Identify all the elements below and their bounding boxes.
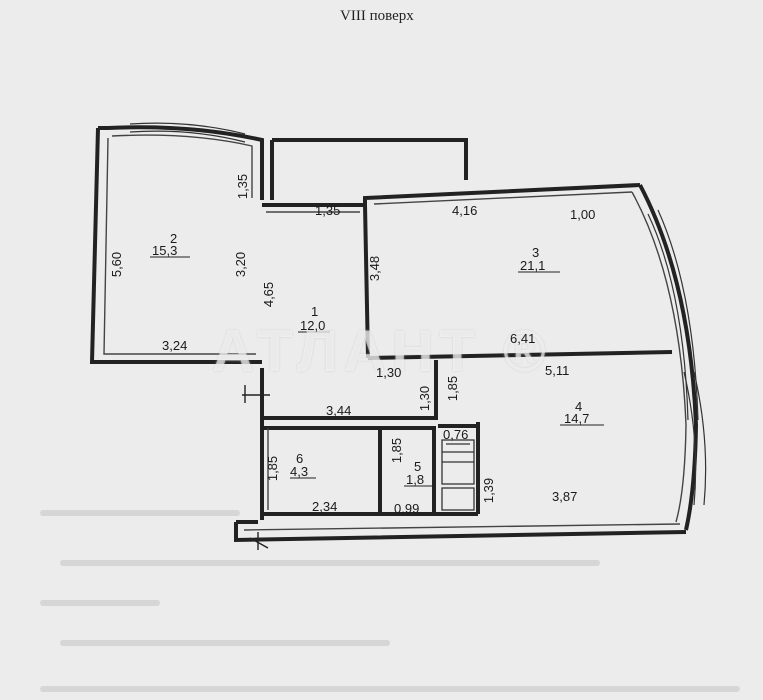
room-number-3: 3 xyxy=(532,245,540,260)
dim-4-65: 4,65 xyxy=(261,281,277,308)
window-band-right xyxy=(647,209,707,506)
area-underlines xyxy=(150,256,604,487)
dim-3-48: 3,48 xyxy=(367,255,383,282)
dim-1-35-horizontal: 1,35 xyxy=(315,203,341,218)
room-area-6: 4,3 xyxy=(290,464,309,479)
dim-3-87: 3,87 xyxy=(552,489,578,504)
floor-title: VIII поверх xyxy=(340,8,414,24)
walls xyxy=(89,125,699,543)
stove-symbol xyxy=(441,439,475,511)
room-number-6: 6 xyxy=(296,451,304,466)
room-area-4: 14,7 xyxy=(564,411,590,426)
faint-text-line xyxy=(40,510,240,516)
dim-1-85-hall: 1,85 xyxy=(445,375,461,402)
wall-inner-lines xyxy=(103,134,687,531)
dim-5-11: 5,11 xyxy=(545,363,570,378)
window-band-top xyxy=(129,122,246,143)
room-number-4: 4 xyxy=(575,399,583,414)
dim-4-16: 4,16 xyxy=(452,203,478,218)
dim-1-85-room5: 1,85 xyxy=(389,437,405,464)
dim-0-99: 0,99 xyxy=(394,501,420,516)
room-area-1: 12,0 xyxy=(300,318,326,333)
dim-3-24: 3,24 xyxy=(162,338,188,353)
dim-1-00: 1,00 xyxy=(570,207,596,222)
dim-1-85-room6: 1,85 xyxy=(265,455,281,482)
faint-text-line xyxy=(40,686,740,692)
faint-text-line xyxy=(40,600,160,606)
watermark-logo: АТЛАНТ ® xyxy=(212,319,552,384)
dim-2-34: 2,34 xyxy=(312,499,338,514)
dim-1-30-vertical: 1,30 xyxy=(417,385,433,412)
dim-3-20: 3,20 xyxy=(233,251,249,278)
faint-text-line xyxy=(60,640,390,646)
dim-3-44: 3,44 xyxy=(326,403,352,418)
faint-text-line xyxy=(60,560,600,566)
dim-5-60: 5,60 xyxy=(109,251,125,278)
room-number-1: 1 xyxy=(311,304,319,319)
room-area-3: 21,1 xyxy=(520,258,546,273)
room-area-2: 15,3 xyxy=(152,243,178,258)
room-number-5: 5 xyxy=(414,459,422,474)
dim-1-35-vertical: 1,35 xyxy=(235,173,251,200)
dim-6-41: 6,41 xyxy=(510,331,536,346)
door-marks xyxy=(242,385,270,550)
dim-0-76: 0,76 xyxy=(443,427,469,442)
room-number-2: 2 xyxy=(170,231,178,246)
dim-1-30-horizontal: 1,30 xyxy=(376,365,402,380)
dim-1-39: 1,39 xyxy=(481,477,497,504)
room-area-5: 1,8 xyxy=(406,472,425,487)
